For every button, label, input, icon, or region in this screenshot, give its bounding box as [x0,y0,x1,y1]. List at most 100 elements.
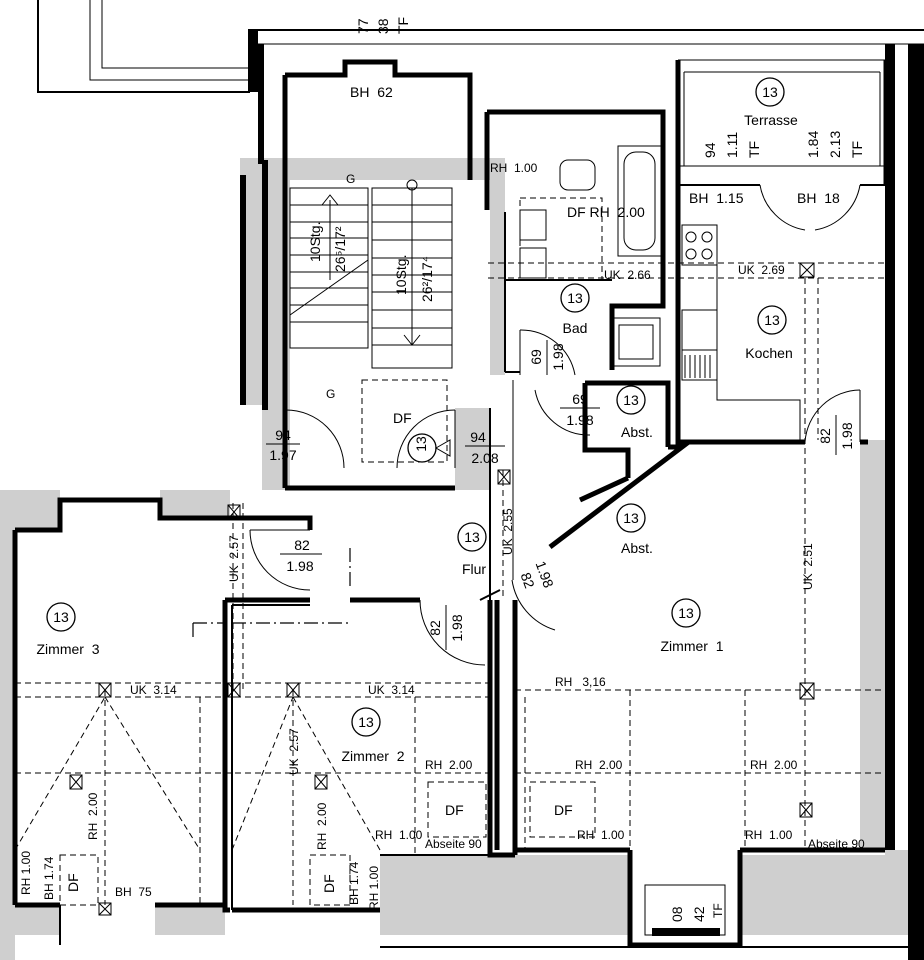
label-df-stair: DF [393,410,412,426]
label-abseite2: Abseite 90 [808,837,865,851]
room-number-kochen: 13 [764,312,780,328]
label-g-top: G [346,172,355,186]
label-ter-b2: 2.13 [827,131,843,158]
door-labels: 94 1.97 94 2.08 82 1.98 82 1.98 69 1.98 … [266,340,855,650]
df-boxes [59,197,603,906]
room-name-zimmer3: Zimmer 3 [37,641,100,657]
door-d3-height: 1.98 [286,558,313,574]
label-df-z2b: DF [321,874,337,893]
door-d2-height: 2.08 [471,450,498,466]
room-name-flur: Flur [462,561,486,577]
label-abseite1: Abseite 90 [425,837,482,851]
label-bh174b: BH 1.74 [347,861,361,905]
walls [12,44,924,960]
label-stair2b: 26²/17⁴ [419,256,435,302]
label-rh100b: RH 1.00 [577,828,625,842]
room-number-terrasse: 13 [762,84,778,100]
room-number-zimmer2: 13 [358,714,374,730]
room-name-zimmer1: Zimmer 1 [661,638,724,654]
room-circles [46,77,787,737]
label-stair1b: 26⁵/17² [332,226,348,272]
label-ter-b3: TF [849,141,865,158]
staircase [289,179,453,463]
top-terrace-outline [37,0,924,93]
label-df-z2: DF [445,802,464,818]
kitchen-fixtures [681,224,801,440]
label-bh115: BH 1.15 [689,190,744,206]
label-ter-a1: 94 [702,142,718,158]
label-uk314b: UK 3.14 [368,683,415,697]
label-win-a: 08 [669,906,685,922]
label-ter-a3: TF [746,141,762,158]
door-d4-width: 82 [427,620,443,636]
label-uk314a: UK 3.14 [130,683,177,697]
door-d3-width: 82 [294,537,310,553]
room-number-stair: 13 [413,436,429,452]
room-number-zimmer1: 13 [678,605,694,621]
room-number-abst1: 13 [623,392,639,408]
label-uk255: UK 2.55 [501,508,515,555]
door-d7-width: 82 [817,428,833,444]
label-uk257a: UK 2.57 [227,535,241,582]
label-uk269: UK 2.69 [738,263,785,277]
room-number-flur: 13 [464,529,480,545]
label-top-dim-c: TF [395,17,411,34]
label-win-b: 42 [691,906,707,922]
label-rh200c: RH 2.00 [750,758,798,772]
label-rh100-bad: RH 1.00 [490,161,538,175]
room-name-abst2: Abst. [621,540,653,556]
door-d1-width: 94 [275,427,291,443]
door-d8-width: 82 [518,570,538,590]
door-d5-height: 1.98 [550,343,566,370]
label-stair1: 10Stg. [307,222,323,262]
label-rh200b: RH 2.00 [575,758,623,772]
bathroom-fixtures [519,145,662,367]
label-rh100-v1: RH 1.00 [19,851,33,895]
label-rh100a: RH 1.00 [375,828,423,842]
door-d4-height: 1.98 [449,614,465,641]
label-uk266: UK 2.66 [604,268,651,282]
label-rh316: RH 3,16 [555,675,606,689]
label-bh18: BH 18 [797,190,840,206]
room-name-zimmer2: Zimmer 2 [342,748,405,764]
label-rh100c: RH 1.00 [745,828,793,842]
door-d5-width: 69 [528,349,544,365]
annotations: BH 62 BH 1.15 BH 18 BH 75 RH 1.00 DF RH … [19,17,865,922]
label-bh75: BH 75 [115,885,152,899]
label-bh62: BH 62 [350,84,393,100]
label-top-dim-b: 38 [375,18,391,34]
door-d2-width: 94 [470,429,486,445]
room-number-zimmer3: 13 [53,609,69,625]
label-uk251: UK 2.51 [801,543,815,590]
label-df-z3: DF [65,873,81,892]
label-win-c: TF [711,903,725,918]
doors [249,184,861,666]
label-rh200-v2: RH 2.00 [315,802,329,850]
room-number-bad: 13 [567,290,583,306]
ceiling-lines [14,262,886,905]
label-top-dim-a: 77 [355,18,371,34]
room-name-bad: Bad [563,320,588,336]
label-ter-a2: 1.11 [724,132,740,158]
label-rh200a: RH 2.00 [425,758,473,772]
duct-markers [69,262,815,916]
door-d1-height: 1.97 [269,447,296,463]
room-name-abst1: Abst. [621,424,653,440]
label-g-bot: G [326,387,335,401]
room-labels: 13 Terrasse 13 Bad 13 Kochen 13 Abst. 13… [37,84,799,764]
label-ter-b1: 1.84 [805,131,821,158]
label-rh200-v1: RH 2.00 [86,792,100,840]
label-rh100-v2: RH 1.00 [367,866,381,910]
label-df-rh200: DF RH 2.00 [567,204,645,220]
label-stair2: 10Stg. [393,255,409,295]
door-d7-height: 1.98 [839,422,855,449]
door-d6-height: 1.98 [566,412,593,428]
label-bh174a: BH 1.74 [42,856,56,900]
door-d6-width: 69 [572,391,588,407]
room-name-kochen: Kochen [745,345,792,361]
room-name-terrasse: Terrasse [744,112,798,128]
room-number-abst2: 13 [623,510,639,526]
label-uk257b: UK 2.57 [287,728,301,775]
label-df-z1: DF [554,802,573,818]
